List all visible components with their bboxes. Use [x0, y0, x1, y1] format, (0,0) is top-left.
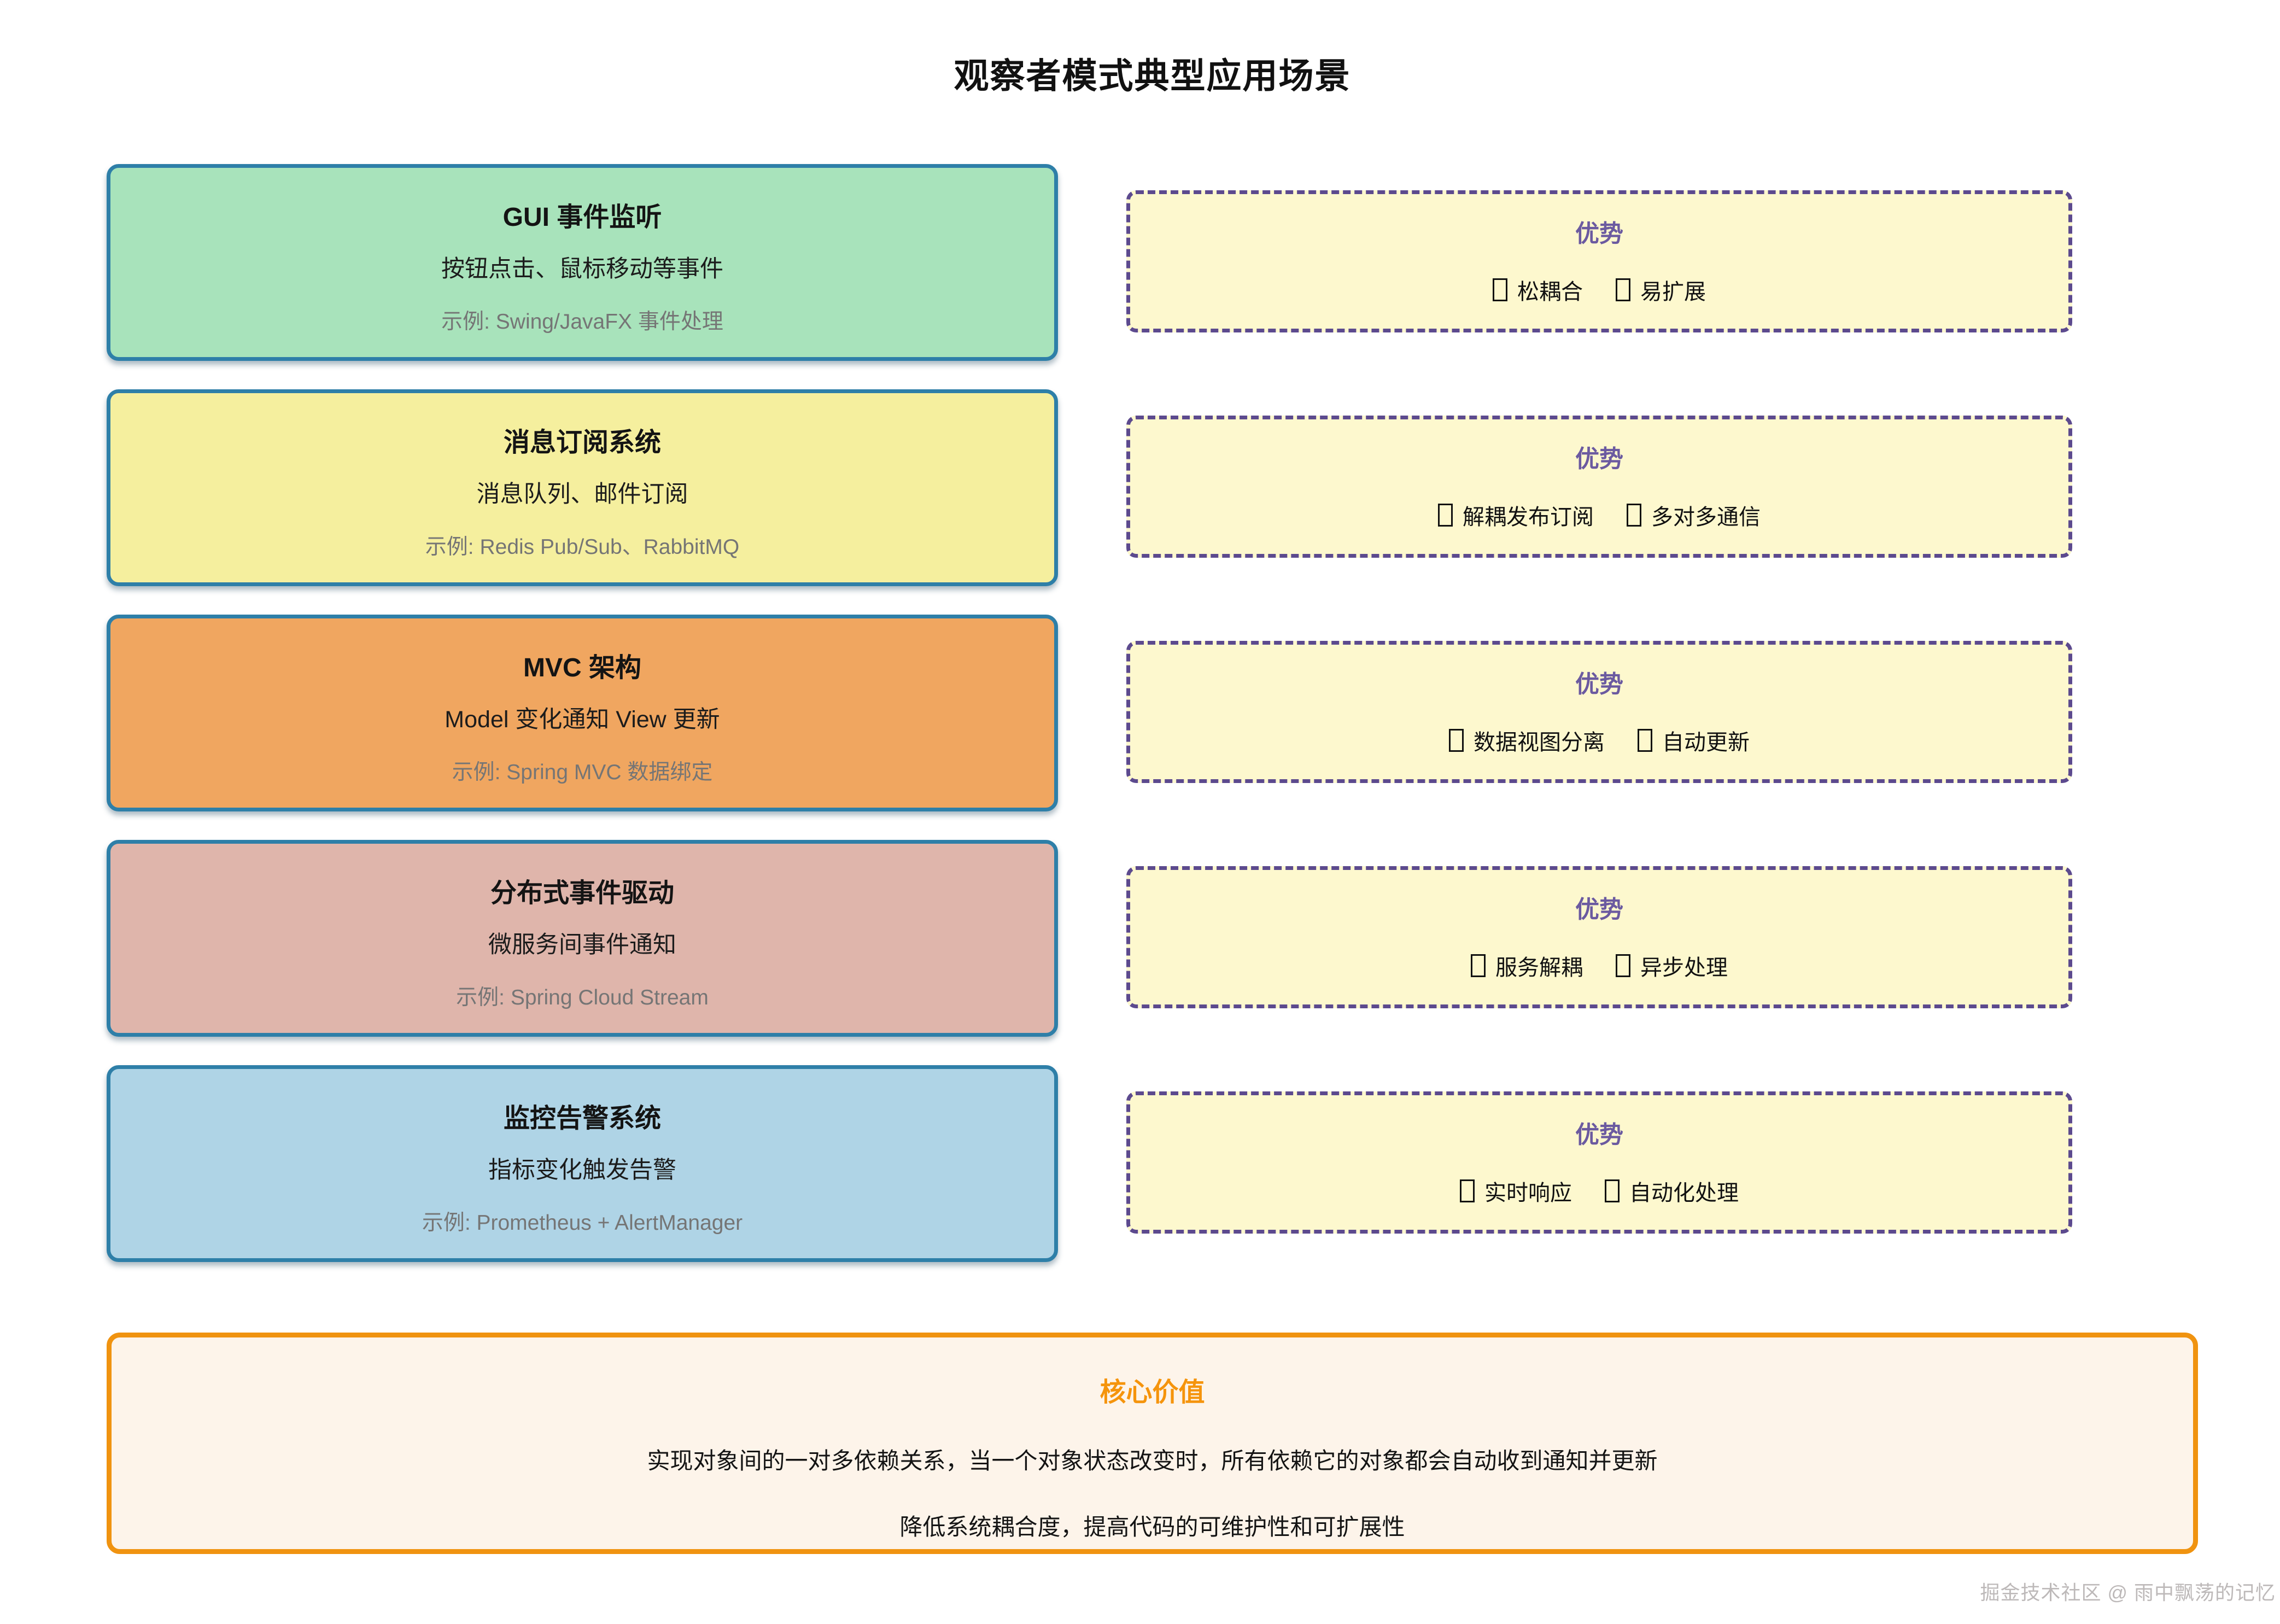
scenario-description: 微服务间事件通知	[488, 932, 676, 958]
scenario-title: 分布式事件驱动	[490, 879, 674, 908]
row-mvc: MVC 架构 Model 变化通知 View 更新 示例: Spring MVC…	[107, 615, 2198, 811]
missing-glyph-icon	[1438, 504, 1453, 527]
missing-glyph-icon	[1460, 1179, 1475, 1202]
scenario-card-gui-events: GUI 事件监听 按钮点击、鼠标移动等事件 示例: Swing/JavaFX 事…	[107, 164, 1058, 361]
advantage-item-label: 易扩展	[1640, 280, 1706, 304]
missing-glyph-icon	[1638, 729, 1652, 752]
scenario-description: Model 变化通知 View 更新	[445, 706, 720, 733]
scenario-example: 示例: Swing/JavaFX 事件处理	[441, 310, 723, 334]
scenario-title: GUI 事件监听	[502, 203, 662, 232]
scenario-description: 指标变化触发告警	[488, 1157, 676, 1183]
core-value-title: 核心价值	[1100, 1378, 1205, 1407]
advantage-item-label: 自动更新	[1662, 731, 1750, 755]
advantage-heading: 优势	[1575, 446, 1623, 472]
advantage-item: 自动更新	[1638, 725, 1750, 756]
scenario-card-message-subscription: 消息订阅系统 消息队列、邮件订阅 示例: Redis Pub/Sub、Rabbi…	[107, 389, 1058, 586]
scenario-description: 消息队列、邮件订阅	[476, 481, 688, 507]
advantage-items: 松耦合 易扩展	[1493, 274, 1706, 306]
advantage-item-label: 实时响应	[1484, 1181, 1572, 1205]
missing-glyph-icon	[1627, 504, 1641, 527]
missing-glyph-icon	[1616, 954, 1630, 977]
advantage-card: 优势 松耦合 易扩展	[1126, 190, 2072, 332]
advantage-item: 数据视图分离	[1449, 725, 1605, 756]
advantage-item-label: 松耦合	[1517, 280, 1583, 304]
advantage-card: 优势 服务解耦 异步处理	[1126, 866, 2072, 1008]
missing-glyph-icon	[1616, 278, 1630, 301]
page-title: 观察者模式典型应用场景	[954, 56, 1351, 96]
scenario-example: 示例: Spring MVC 数据绑定	[452, 761, 713, 784]
scenario-title: 消息订阅系统	[503, 428, 661, 457]
advantage-item-label: 自动化处理	[1629, 1181, 1739, 1205]
advantage-heading: 优势	[1575, 220, 1623, 247]
core-value-line: 降低系统耦合度，提高代码的可维护性和可扩展性	[899, 1514, 1405, 1540]
scenario-card-distributed-events: 分布式事件驱动 微服务间事件通知 示例: Spring Cloud Stream	[107, 840, 1058, 1037]
advantage-item-label: 数据视图分离	[1474, 731, 1605, 755]
missing-glyph-icon	[1471, 954, 1486, 977]
advantage-items: 数据视图分离 自动更新	[1449, 725, 1750, 756]
advantage-item-label: 多对多通信	[1651, 505, 1761, 529]
row-distributed-events: 分布式事件驱动 微服务间事件通知 示例: Spring Cloud Stream…	[107, 840, 2198, 1037]
diagram-rows: GUI 事件监听 按钮点击、鼠标移动等事件 示例: Swing/JavaFX 事…	[107, 164, 2198, 1290]
advantage-card: 优势 数据视图分离 自动更新	[1126, 641, 2072, 783]
advantage-item: 易扩展	[1616, 274, 1706, 306]
core-value-line: 实现对象间的一对多依赖关系，当一个对象状态改变时，所有依赖它的对象都会自动收到通…	[647, 1448, 1658, 1474]
scenario-title: 监控告警系统	[503, 1104, 661, 1133]
scenario-card-monitoring-alerts: 监控告警系统 指标变化触发告警 示例: Prometheus + AlertMa…	[107, 1065, 1058, 1262]
scenario-example: 示例: Prometheus + AlertManager	[422, 1211, 743, 1235]
scenario-example: 示例: Spring Cloud Stream	[456, 986, 709, 1009]
row-message-subscription: 消息订阅系统 消息队列、邮件订阅 示例: Redis Pub/Sub、Rabbi…	[107, 389, 2198, 586]
advantage-items: 实时响应 自动化处理	[1460, 1175, 1739, 1207]
advantage-item: 实时响应	[1460, 1175, 1572, 1207]
missing-glyph-icon	[1449, 729, 1464, 752]
core-value-card: 核心价值 实现对象间的一对多依赖关系，当一个对象状态改变时，所有依赖它的对象都会…	[107, 1333, 2198, 1554]
advantage-item-label: 异步处理	[1640, 956, 1728, 980]
row-monitoring-alerts: 监控告警系统 指标变化触发告警 示例: Prometheus + AlertMa…	[107, 1065, 2198, 1262]
scenario-example: 示例: Redis Pub/Sub、RabbitMQ	[425, 535, 740, 559]
advantage-heading: 优势	[1575, 1121, 1623, 1148]
advantage-card: 优势 实时响应 自动化处理	[1126, 1091, 2072, 1234]
advantage-heading: 优势	[1575, 896, 1623, 923]
advantage-item: 异步处理	[1616, 950, 1728, 982]
advantage-card: 优势 解耦发布订阅 多对多通信	[1126, 416, 2072, 558]
missing-glyph-icon	[1493, 278, 1507, 301]
advantage-heading: 优势	[1575, 671, 1623, 698]
scenario-description: 按钮点击、鼠标移动等事件	[441, 256, 723, 282]
scenario-card-mvc: MVC 架构 Model 变化通知 View 更新 示例: Spring MVC…	[107, 615, 1058, 811]
scenario-title: MVC 架构	[523, 653, 641, 682]
advantage-item-label: 解耦发布订阅	[1463, 505, 1594, 529]
advantage-items: 服务解耦 异步处理	[1471, 950, 1728, 982]
advantage-items: 解耦发布订阅 多对多通信	[1438, 499, 1761, 531]
advantage-item: 多对多通信	[1627, 499, 1761, 531]
row-gui-events: GUI 事件监听 按钮点击、鼠标移动等事件 示例: Swing/JavaFX 事…	[107, 164, 2198, 361]
advantage-item: 松耦合	[1493, 274, 1583, 306]
advantage-item-label: 服务解耦	[1495, 956, 1583, 980]
advantage-item: 自动化处理	[1605, 1175, 1739, 1207]
missing-glyph-icon	[1605, 1179, 1620, 1202]
watermark: 掘金技术社区 @ 雨中飘荡的记忆	[1980, 1581, 2276, 1604]
advantage-item: 服务解耦	[1471, 950, 1583, 982]
advantage-item: 解耦发布订阅	[1438, 499, 1594, 531]
